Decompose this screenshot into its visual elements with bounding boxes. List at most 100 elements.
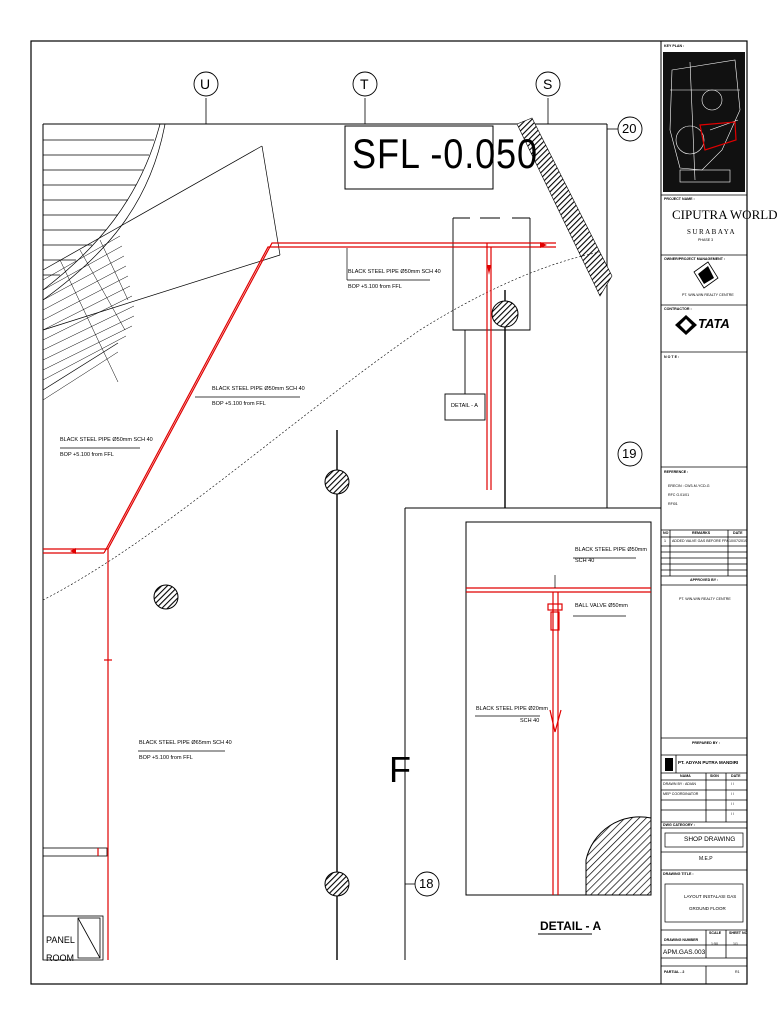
grid-marker-19: [617, 441, 643, 467]
rev-header-no: NO: [663, 531, 669, 535]
approved-by: PT. WIN-WIN REALTY CENTRE: [679, 597, 731, 601]
drawing-number-label: DRAWING NUMBER: [664, 938, 699, 942]
grid-label-19: 19: [622, 446, 637, 461]
grid-label-s: S: [543, 76, 553, 92]
elevation-box: [344, 125, 494, 190]
owner-name: PT. WIN-WIN REALTY CENTRE: [682, 293, 734, 297]
grid-marker-t: [352, 71, 378, 124]
sheet-value: 1/1: [733, 942, 738, 946]
curved-stair-structure: [42, 123, 281, 391]
elevation-label: SFL -0.050: [352, 130, 538, 177]
sign-header-name: NAMA: [680, 774, 691, 778]
contractor-logo-text: TATA: [698, 316, 730, 331]
detail-tag: DETAIL - A: [451, 403, 478, 409]
sheet-border: [30, 40, 748, 985]
shop-drawing-box: [664, 832, 744, 848]
drawing-title-1: LAYOUT INSTALASI GAS: [684, 894, 737, 899]
column-1: [324, 469, 350, 495]
project-phase: PHASE 3: [698, 238, 714, 242]
pipe-note-leaders: [60, 248, 430, 752]
sign-row-2-role: MEP COORDINATOR: [663, 792, 699, 796]
grid-marker-u: [193, 71, 219, 124]
sign-row-1-role: DRAWN BY : ADIAN: [663, 782, 696, 786]
pipe-note-1-line2: BOP +5.100 from FFL: [348, 284, 402, 290]
hatched-wall: [516, 117, 613, 297]
pipe-note-4-line1: BLACK STEEL PIPE Ø65mm SCH 40: [139, 740, 232, 746]
panel-room-label: PANEL: [46, 935, 75, 945]
column-4: [491, 300, 519, 328]
drawing-number: APM.GAS.003: [663, 949, 706, 956]
column-2: [153, 584, 179, 610]
pipe-note-2-line2: BOP +5.100 from FFL: [212, 401, 266, 407]
detail-title: DETAIL - A: [540, 919, 602, 933]
sign-header-date: DATE: [731, 774, 741, 778]
reference-item-2: RFC G.01/01: [668, 493, 690, 497]
rev-header-date: DATE: [733, 531, 743, 535]
approved-label: APPROVED BY :: [690, 578, 719, 582]
sign-row-3-date: / /: [731, 802, 734, 806]
pipe-note-4-line2: BOP +5.100 from FFL: [139, 755, 193, 761]
plan-frame: [42, 123, 661, 960]
rev-row-no: 1: [664, 539, 666, 543]
grid-label-t: T: [360, 76, 369, 92]
grid-marker-s: [535, 71, 561, 124]
prepared-by: PT. ADYAN PUTRA MANDIRI: [678, 760, 739, 765]
reference-item-3: RFI01: [668, 502, 678, 506]
prepared-label: PREPARED BY :: [692, 741, 720, 745]
revision-code: R1: [735, 970, 740, 974]
drawing-title-label: DRAWING TITLE :: [663, 872, 694, 876]
reference-label: REFERENCE :: [664, 470, 689, 474]
scale-label: SCALE: [709, 931, 722, 935]
detail-note-pipe-down-sch: SCH 40: [520, 718, 540, 724]
sign-row-2-date: / /: [731, 792, 734, 796]
stair-treads: [42, 235, 135, 401]
grid-marker-20: [607, 116, 643, 142]
gas-pipe-network: [43, 242, 556, 960]
discipline: M.E.P: [699, 856, 713, 862]
contractor-logo: [675, 315, 697, 335]
key-plan-label: KEY PLAN :: [664, 44, 685, 48]
sign-row-1-date: / /: [731, 782, 734, 786]
panel-room-label-2: ROOM: [46, 953, 74, 963]
sign-header-sign: SIGN: [710, 774, 719, 778]
drawing-title-box: [664, 883, 744, 923]
project-city: SURABAYA: [687, 228, 737, 236]
pipe-note-2-line1: BLACK STEEL PIPE Ø50mm SCH 40: [212, 386, 305, 392]
reference-item-1: ERECIN : CW3-M-YCD-G: [668, 484, 710, 488]
detail-note-pipe-top-sch: SCH 40: [575, 558, 595, 564]
detail-note-pipe-top: BLACK STEEL PIPE Ø50mm: [575, 547, 647, 553]
detail-column: [585, 816, 652, 896]
grid-marker-18: [405, 871, 440, 897]
drawing-category: SHOP DRAWING: [684, 836, 736, 843]
grid-label-u: U: [200, 76, 211, 92]
zone-letter: F: [389, 749, 411, 790]
scale-value: 1:50: [711, 942, 718, 946]
key-plan-highlight: [699, 121, 737, 151]
detail-leaders: [475, 557, 636, 717]
detail-note-valve: BALL VALVE Ø50mm: [575, 603, 628, 609]
drawing-category-label: DWG CATEGORY :: [663, 823, 695, 827]
rev-row-date: 10/07/2019: [729, 539, 747, 543]
grid-label-18: 18: [419, 876, 434, 891]
detail-pipe: [466, 587, 651, 895]
pipe-note-3-line2: BOP +5.100 from FFL: [60, 452, 114, 458]
title-block: [661, 194, 747, 984]
sign-row-4-date: / /: [731, 812, 734, 816]
owner-label: OWNER/PROJECT MANAGEMENT :: [664, 257, 726, 261]
detail-note-pipe-down: BLACK STEEL PIPE Ø20mm: [476, 706, 548, 712]
contractor-label: CONTRACTOR :: [664, 307, 692, 311]
owner-logo: [693, 261, 719, 289]
prepared-logo: [665, 758, 673, 771]
pipe-note-3-line1: BLACK STEEL PIPE Ø50mm SCH 40: [60, 437, 153, 443]
rev-header-remarks: REMARKS: [692, 531, 711, 535]
drawing-title-2: GROUND FLOOR: [689, 906, 726, 911]
grid-label-20: 20: [622, 121, 637, 136]
note-label: N O T E :: [664, 355, 680, 359]
panel-room: [42, 847, 108, 961]
dashed-boundary: [42, 251, 601, 601]
partial-label: PARTIAL - 2: [664, 970, 685, 974]
rev-row-remarks: ADDED VALVE GAS BEFORE FPA: [672, 539, 729, 543]
column-3: [324, 871, 350, 897]
project-name: CIPUTRA WORLD: [672, 207, 778, 222]
